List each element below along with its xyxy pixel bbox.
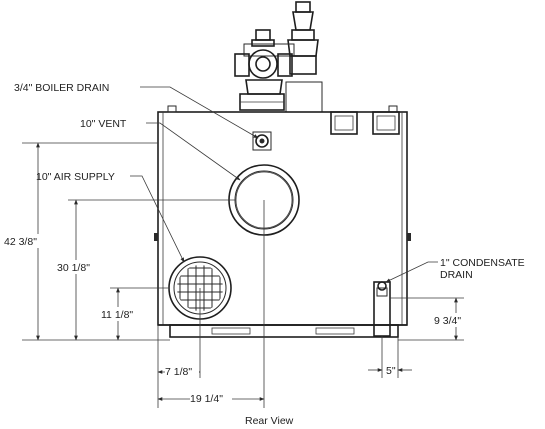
- dim-vent-offset: 19 1/4": [190, 393, 223, 405]
- boiler-drain-fitting: [252, 131, 272, 151]
- label-air-supply: 10" AIR SUPPLY: [36, 171, 115, 183]
- gas-valve-assembly: [234, 1, 323, 113]
- label-condensate-line2: DRAIN: [440, 269, 473, 281]
- dim-overall-height: 42 3/8": [4, 236, 37, 248]
- boiler-base: [158, 324, 407, 338]
- dim-air-supply-offset: 7 1/8": [165, 366, 192, 378]
- dim-condensate-height: 9 3/4": [434, 315, 461, 327]
- label-boiler-drain: 3/4" BOILER DRAIN: [14, 82, 109, 94]
- callout-leaders: [130, 86, 438, 283]
- label-condensate-line1: 1" CONDENSATE: [440, 257, 525, 269]
- label-vent: 10" VENT: [80, 118, 127, 130]
- dim-air-supply-height: 11 1/8": [101, 309, 133, 321]
- drawing-caption: Rear View: [245, 415, 294, 427]
- condensate-drain-fitting: [373, 281, 391, 337]
- dim-vent-height: 30 1/8": [57, 262, 90, 274]
- dim-condensate-offset: 5": [386, 365, 396, 377]
